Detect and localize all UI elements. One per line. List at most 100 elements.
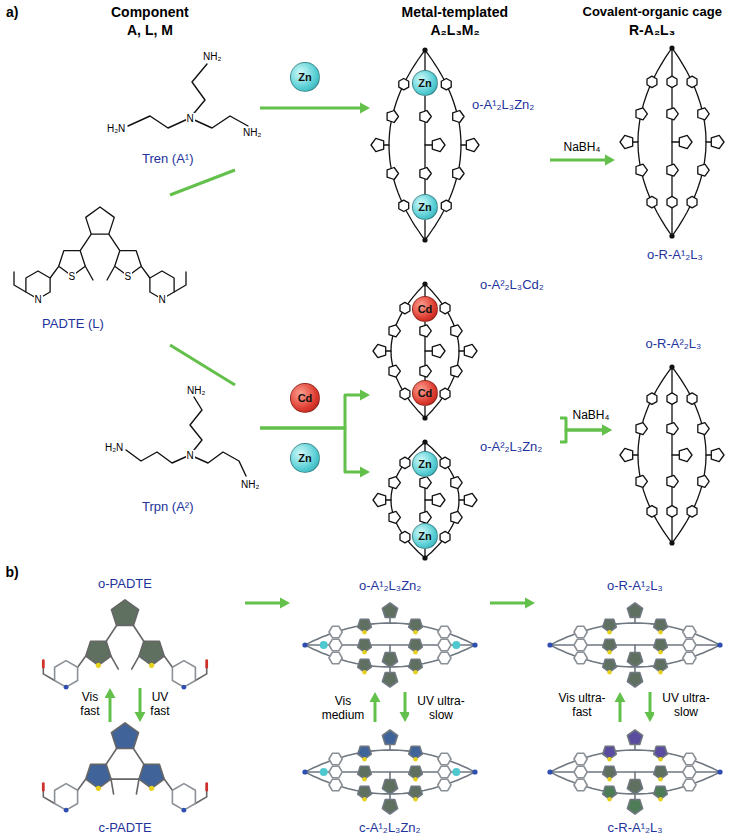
cyclopentene-ring — [382, 800, 397, 815]
amine-arm — [190, 64, 207, 118]
compound-name: o-A²₂L₃Zn₂ — [478, 440, 544, 455]
cyclopentene-ring — [464, 344, 477, 357]
compound-name: o-A²₂L₃Cd₂ — [478, 278, 546, 293]
arrow-head — [360, 390, 370, 401]
pyridine-ring — [400, 531, 410, 543]
cyclopentene-ring — [627, 780, 642, 795]
arrow-shaft — [170, 345, 235, 385]
cyclopentene-ring — [432, 344, 445, 357]
cyclopentene-ring — [86, 207, 115, 234]
pyridine-ring — [440, 457, 450, 469]
reaction-arrow — [170, 170, 235, 195]
thiophene-ring — [420, 511, 431, 523]
arrow-shaft — [550, 159, 605, 162]
atom-label: H₂N — [106, 123, 126, 134]
arrow-shaft — [109, 698, 112, 722]
pyridine-ring — [647, 393, 657, 405]
cyclopentene-ring — [620, 135, 633, 148]
pyridine-ring — [400, 457, 410, 469]
thiophene-ring — [636, 164, 647, 176]
thiophene-ring — [451, 477, 462, 489]
sulfur-atom — [607, 757, 611, 761]
compound: Tren (A¹) — [100, 40, 260, 170]
aldehyde-bond — [195, 785, 206, 804]
bond — [106, 626, 116, 642]
cyclopentene-ring — [627, 730, 642, 745]
sulfur-atom — [607, 797, 611, 801]
atom-label: S — [68, 271, 77, 282]
pyridine-ring — [647, 196, 657, 208]
arrow-head — [615, 692, 626, 702]
sulfur-atom — [607, 670, 611, 674]
atom-label: N — [186, 113, 195, 124]
compound-name: o-A¹₂L₃Zn₂ — [357, 579, 423, 594]
pyridine-ring — [667, 506, 677, 517]
cyclopentene-ring — [432, 138, 445, 151]
amine-nitrogen — [669, 364, 674, 369]
pyridine-ring — [687, 196, 697, 208]
thiophene-ring — [453, 111, 464, 123]
metal-symbol: Zn — [298, 71, 311, 83]
arrow-head — [605, 155, 615, 166]
compound: o-R-A¹₂L₃ — [615, 40, 735, 265]
thiophene-ring — [139, 641, 164, 665]
amine-nitrogen — [422, 555, 427, 560]
arrow-shaft — [560, 430, 602, 442]
compound: o-A¹₂L₃Zn₂ZnZn — [370, 40, 550, 250]
pyridine-ring — [438, 753, 451, 764]
column-heading: A₂L₃M₂ — [431, 22, 480, 38]
thiophene-ring — [387, 111, 398, 123]
amine-arm — [128, 116, 190, 128]
methyl-bond — [111, 779, 114, 794]
methyl-bond — [132, 656, 139, 669]
sulfur-atom — [413, 777, 417, 781]
metal-ion: Zn — [290, 443, 320, 473]
pyridine-ring — [574, 626, 587, 637]
compound-name: Trpn (A²) — [140, 500, 196, 515]
amine-nitrogen — [669, 233, 674, 238]
compound: c-PADTE — [5, 722, 245, 838]
arrow-shaft — [139, 688, 142, 712]
reaction-arrow — [245, 598, 290, 609]
pyridine-ring — [574, 639, 587, 650]
thiophene-ring — [667, 108, 678, 120]
metal-ion: Zn — [412, 523, 438, 549]
pyridine-ring — [438, 626, 451, 637]
nitrogen-atom — [64, 808, 69, 813]
pyridine-ring — [400, 388, 410, 400]
arrow-head — [105, 688, 116, 698]
pyridine-ring — [438, 766, 451, 777]
nitrogen-atom — [182, 808, 187, 813]
reaction-condition: NaBH₄ — [573, 409, 610, 423]
pyridine-ring — [438, 639, 451, 650]
cyclopentene-ring — [111, 600, 138, 626]
compound: o-A²₂L₃Zn₂ZnZn — [370, 432, 560, 568]
metal-ion: Cd — [412, 380, 438, 406]
thiophene-ring — [698, 164, 709, 176]
zinc-atom — [320, 768, 328, 776]
arrow-head — [370, 692, 381, 702]
compound-name: o-R-A²₂L₃ — [644, 337, 704, 352]
aldehyde-oxygen — [205, 784, 208, 791]
bond — [50, 266, 59, 278]
amine-nitrogen — [422, 439, 427, 444]
reaction-condition: Vis ultra-fast — [550, 692, 614, 720]
bond — [164, 656, 172, 667]
pyridine-ring — [329, 652, 342, 663]
thiophene-ring — [667, 423, 678, 435]
cyclopentene-ring — [382, 673, 397, 688]
thiophene-ring — [420, 365, 431, 377]
pyridine-ring — [441, 79, 451, 90]
amine-nitrogen — [422, 47, 427, 52]
pyridine-ring — [438, 652, 451, 663]
pyridine-ring — [399, 79, 409, 90]
aldehyde-oxygen — [205, 661, 208, 668]
zinc-atom — [320, 641, 328, 649]
arrow-shaft — [490, 602, 525, 605]
compound-name: o-R-A¹₂L₃ — [645, 248, 705, 263]
panel-letter: a) — [6, 4, 18, 20]
pyridine-ring — [683, 779, 696, 790]
bond — [133, 749, 143, 765]
metal-ion: Zn — [412, 451, 438, 477]
